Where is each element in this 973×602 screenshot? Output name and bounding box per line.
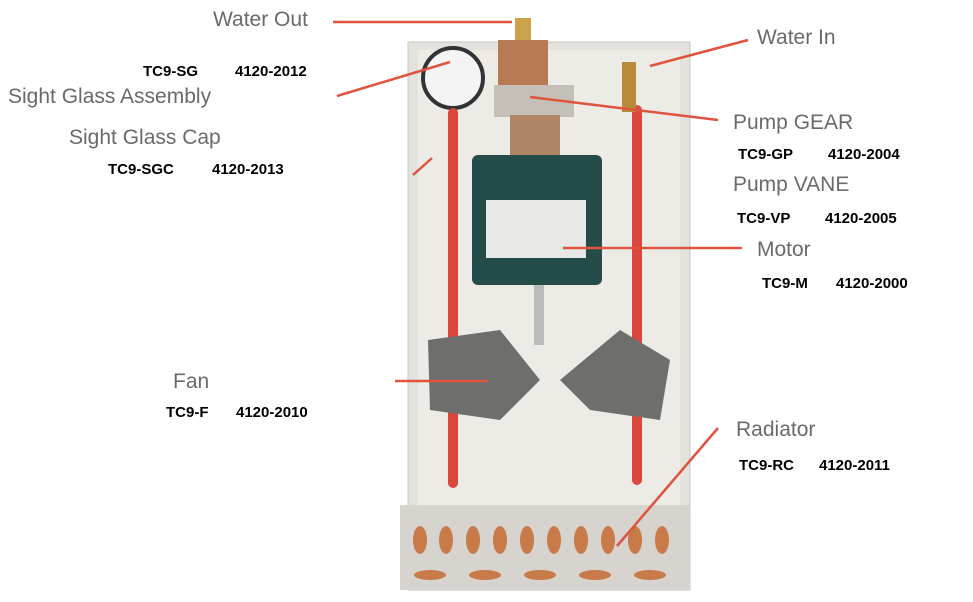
part-sight-glass-cap: TC9-SGC 4120-2013 [108,161,284,178]
part-number: 4120-2000 [836,275,908,292]
part-code: TC9-M [762,275,808,292]
label-water-out: Water Out [213,8,308,31]
part-number: 4120-2005 [825,210,897,227]
leader-lines [333,20,749,547]
label-sight-glass-assembly: Sight Glass Assembly [8,85,212,108]
part-code: TC9-GP [738,146,794,163]
part-code: TC9-F [166,404,209,421]
label-pump-vane: Pump VANE [733,173,850,196]
fan-blade-right [560,330,670,420]
label-motor: Motor [757,238,811,261]
part-code: TC9-RC [739,457,794,474]
device-photo [400,18,691,591]
part-number: 4120-2011 [819,457,890,474]
part-number: 4120-2013 [212,161,284,178]
leader-pump [529,95,719,122]
leader-water-in [649,38,749,68]
part-code: TC9-VP [737,210,791,227]
part-number: 4120-2010 [236,404,308,421]
fan-blade-left [428,330,540,420]
part-fan: TC9-F 4120-2010 [166,404,308,421]
leader-radiator [616,427,719,547]
part-sight-glass: TC9-SG 4120-2012 [143,63,307,80]
part-number: 4120-2004 [828,146,900,163]
part-pump-gear: TC9-GP 4120-2004 [738,146,900,163]
part-motor: TC9-M 4120-2000 [762,275,908,292]
left-hose [448,108,458,488]
label-radiator: Radiator [736,418,816,441]
label-pump-gear: Pump GEAR [733,111,854,134]
leader-sight-glass-cap [412,157,433,176]
leader-sight-glass [336,60,451,98]
label-sight-glass-cap: Sight Glass Cap [69,126,221,149]
right-hose [632,105,642,485]
label-water-in: Water In [757,26,836,49]
pump-head [498,40,548,88]
part-number: 4120-2012 [235,63,307,80]
sight-glass [421,46,485,110]
part-radiator: TC9-RC 4120-2011 [739,457,890,474]
part-code: TC9-SG [143,63,199,80]
part-code: TC9-SGC [108,161,174,178]
part-pump-vane: TC9-VP 4120-2005 [737,210,897,227]
label-fan: Fan [173,370,210,393]
